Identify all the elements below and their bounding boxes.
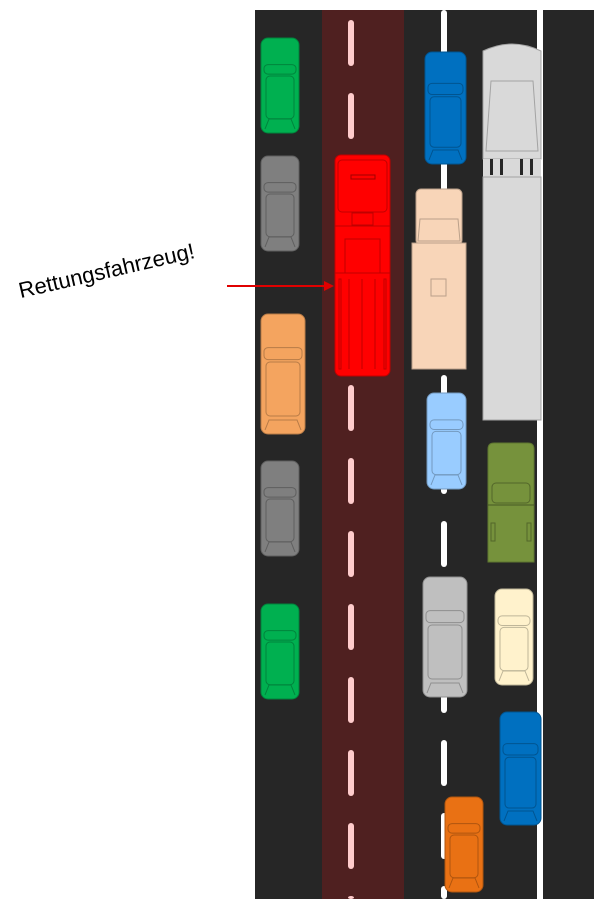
car-vehicle	[260, 313, 306, 435]
car-vehicle	[260, 155, 300, 252]
rescue-lane-dashes	[348, 20, 354, 899]
car-vehicle	[426, 392, 467, 490]
car-vehicle	[494, 588, 534, 686]
car-vehicle	[260, 37, 300, 134]
truck-vehicle	[411, 188, 467, 370]
car-vehicle	[424, 51, 467, 165]
car-vehicle	[499, 711, 542, 826]
right-lane-solid-line	[537, 10, 543, 899]
vehicles	[260, 37, 542, 893]
van-vehicle	[422, 576, 468, 698]
car-vehicle	[260, 460, 300, 557]
fire-truck-vehicle	[334, 154, 391, 377]
car-vehicle	[260, 603, 300, 700]
annotation-arrow	[227, 281, 334, 291]
pickup-vehicle	[487, 442, 535, 563]
car-vehicle	[444, 796, 484, 893]
semi-truck-vehicle	[482, 43, 542, 421]
